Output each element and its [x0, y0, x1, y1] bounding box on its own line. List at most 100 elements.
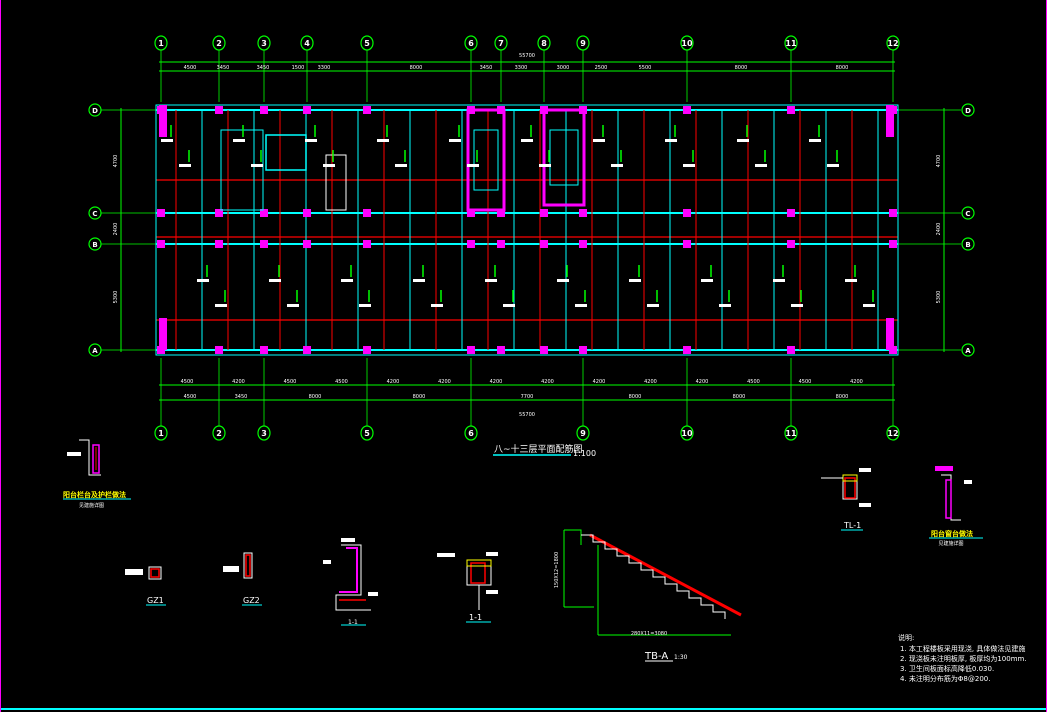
stair-rise-dim: 150X12=1800: [554, 552, 560, 588]
column: [363, 240, 371, 248]
grid-bubble-bottom-9: [576, 425, 590, 441]
grid-bubble-bottom-3: [257, 425, 271, 441]
tl1-detail: TL-1: [821, 468, 871, 531]
column: [363, 106, 371, 114]
grid-label-C-left: C: [92, 210, 97, 218]
note-3: 3. 卫生间板面标高降低0.030.: [900, 664, 994, 673]
column: [889, 240, 897, 248]
drawing-title: 八~十三层平面配筋图: [494, 443, 583, 455]
rebar-label: [737, 139, 749, 142]
rebar-label: [521, 139, 533, 142]
grid-bubble-top-12: [886, 35, 900, 51]
grid-bubble-top-4: [300, 35, 314, 51]
grid-bubble-A-left: [88, 343, 102, 357]
balcony-rail-sub: 见建施详图: [79, 502, 104, 509]
column: [497, 240, 505, 248]
rebar-label: [467, 164, 479, 167]
column: [260, 106, 268, 114]
dim-bottom-1: 4200: [232, 379, 245, 385]
grid-bubble-C-right: [961, 206, 975, 220]
dim-top: 3300: [515, 65, 528, 71]
dim-top: 3450: [480, 65, 493, 71]
stair-well: [220, 129, 264, 211]
rebar-label: [773, 279, 785, 282]
grid-label-top-7: 7: [498, 39, 504, 48]
gz1-detail: GZ1: [125, 566, 166, 606]
core-opening: [549, 129, 579, 186]
grid-label-top-11: 11: [785, 39, 797, 48]
rebar-label: [449, 139, 461, 142]
grid-label-top-4: 4: [304, 39, 310, 48]
rebar-label: [161, 139, 173, 142]
stair-section-detail: 280X11=3080 150X12=1800 TB-A 1:30: [554, 529, 742, 662]
column: [215, 106, 223, 114]
column: [363, 346, 371, 354]
dim-bottom-total: 55700: [519, 412, 535, 418]
section-1-1-beam: 1-1: [437, 552, 498, 623]
shaft: [265, 134, 307, 171]
grid-label-top-5: 5: [364, 39, 370, 48]
grid-bubble-D-left: [88, 103, 102, 117]
dim-bottom-1: 4500: [181, 379, 194, 385]
column: [467, 346, 475, 354]
corner-wall: [886, 105, 894, 137]
column: [260, 209, 268, 217]
section-1-1-left: 1-1: [323, 538, 378, 626]
rebar-label: [287, 304, 299, 307]
grid-label-bottom-5: 5: [364, 429, 370, 438]
column: [787, 106, 795, 114]
grid-bubble-bottom-5: [360, 425, 374, 441]
dim-bottom-1: 4200: [541, 379, 554, 385]
gz1-label: GZ1: [147, 596, 164, 605]
dim-bottom-2: 8000: [309, 394, 322, 400]
grid-bubble-top-11: [784, 35, 798, 51]
balcony-rail-detail: 阳台栏台及护栏做法 见建施详图: [63, 439, 131, 509]
column: [579, 240, 587, 248]
dim-top: 1500: [292, 65, 305, 71]
rebar-label: [791, 304, 803, 307]
grid-bubble-top-7: [494, 35, 508, 51]
dim-top: 8000: [410, 65, 423, 71]
rebar-label: [809, 139, 821, 142]
rebar-label: [323, 164, 335, 167]
column: [467, 209, 475, 217]
dim-bottom-1: 4200: [850, 379, 863, 385]
core-opening: [473, 129, 499, 191]
dim-bottom-2: 3450: [235, 394, 248, 400]
column: [787, 209, 795, 217]
grid-lines: [88, 35, 975, 441]
dim-top: 2500: [595, 65, 608, 71]
grid-label-B-left: B: [92, 241, 97, 249]
dim-top: 8000: [836, 65, 849, 71]
section-1-1-label: 1-1: [348, 619, 358, 626]
rebar-label: [341, 279, 353, 282]
rebar-label: [503, 304, 515, 307]
column: [260, 346, 268, 354]
note-1: 1. 本工程楼板采用现浇, 具体做法见建施: [900, 644, 1025, 653]
column: [683, 346, 691, 354]
column: [215, 346, 223, 354]
rebar-label: [215, 304, 227, 307]
grid-bubble-top-3: [257, 35, 271, 51]
gz2-label: GZ2: [243, 596, 260, 605]
rebar-label: [593, 139, 605, 142]
grid-bubble-A-right: [961, 343, 975, 357]
column: [787, 240, 795, 248]
gz2-detail: GZ2: [223, 552, 262, 606]
grid-label-C-right: C: [965, 210, 970, 218]
grid-bubble-B-left: [88, 237, 102, 251]
rebar-label: [179, 164, 191, 167]
column: [467, 240, 475, 248]
grid-bubble-bottom-11: [784, 425, 798, 441]
grid-label-A-right: A: [965, 347, 971, 355]
drawing-scale: 1:100: [573, 449, 596, 458]
column: [260, 240, 268, 248]
column: [683, 209, 691, 217]
grid-bubble-bottom-10: [680, 425, 694, 441]
grid-label-top-8: 8: [541, 39, 547, 48]
window-sill-sub: 见建施详图: [938, 540, 963, 547]
dim-bottom-1: 4500: [747, 379, 760, 385]
rebar-label: [575, 304, 587, 307]
